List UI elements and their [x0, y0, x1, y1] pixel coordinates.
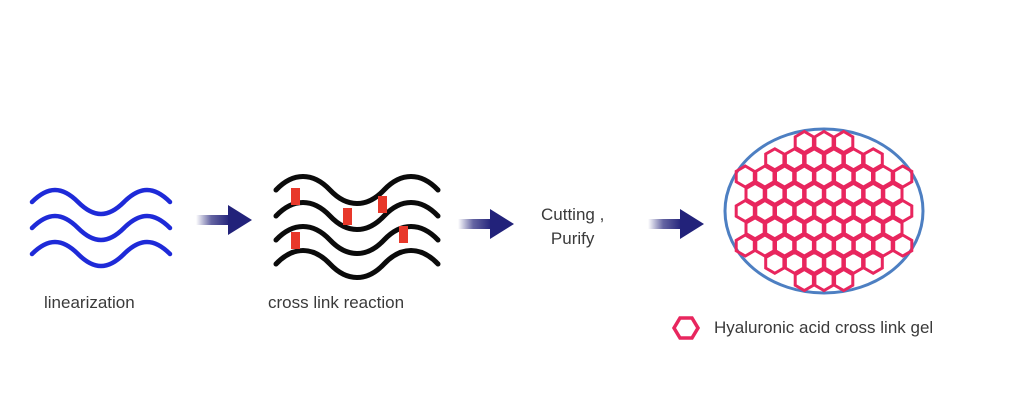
- crosslink-bond-1: [291, 188, 300, 205]
- hexagon-cell: [892, 233, 914, 258]
- arrow-1-icon: [196, 205, 252, 235]
- purify-label: Purify: [550, 229, 595, 248]
- crosslinked-chains-icon: [273, 174, 441, 280]
- crosslink-bond-4: [291, 232, 300, 249]
- cross-link-reaction-label: cross link reaction: [268, 293, 405, 312]
- hexagon-cell: [833, 267, 855, 293]
- blue-wave-1: [29, 187, 173, 217]
- arrow-2-icon: [458, 209, 514, 239]
- cutting-label: Cutting ,: [541, 205, 605, 224]
- hexagon-cell: [862, 147, 884, 172]
- blue-wave-2: [29, 213, 173, 243]
- hexagon-cell: [892, 198, 914, 224]
- crosslink-bond-2: [343, 208, 352, 225]
- hexagon-cell: [862, 250, 884, 276]
- linear-chains-icon: [29, 187, 173, 269]
- black-chain-3: [273, 224, 441, 256]
- linearization-label: linearization: [44, 293, 135, 312]
- legend-label: Hyaluronic acid cross link gel: [714, 318, 934, 337]
- crosslink-bond-3: [378, 196, 387, 213]
- crosslink-bond-5: [399, 226, 408, 243]
- hexagon-cell: [892, 164, 914, 189]
- hexagon-cell: [882, 216, 904, 241]
- cutting-purify-label: Cutting , Purify: [541, 203, 604, 251]
- crosslink-gel-icon: [723, 127, 925, 295]
- hexagon-cell: [882, 181, 904, 207]
- black-chain-4: [273, 248, 441, 280]
- hexagon-cell: [833, 129, 855, 155]
- legend-hexagon-icon: [671, 316, 701, 340]
- black-chain-1: [273, 174, 441, 206]
- arrow-3-icon: [648, 209, 704, 239]
- hexagon-network: [734, 129, 914, 293]
- blue-wave-3: [29, 239, 173, 269]
- black-chain-2: [273, 200, 441, 232]
